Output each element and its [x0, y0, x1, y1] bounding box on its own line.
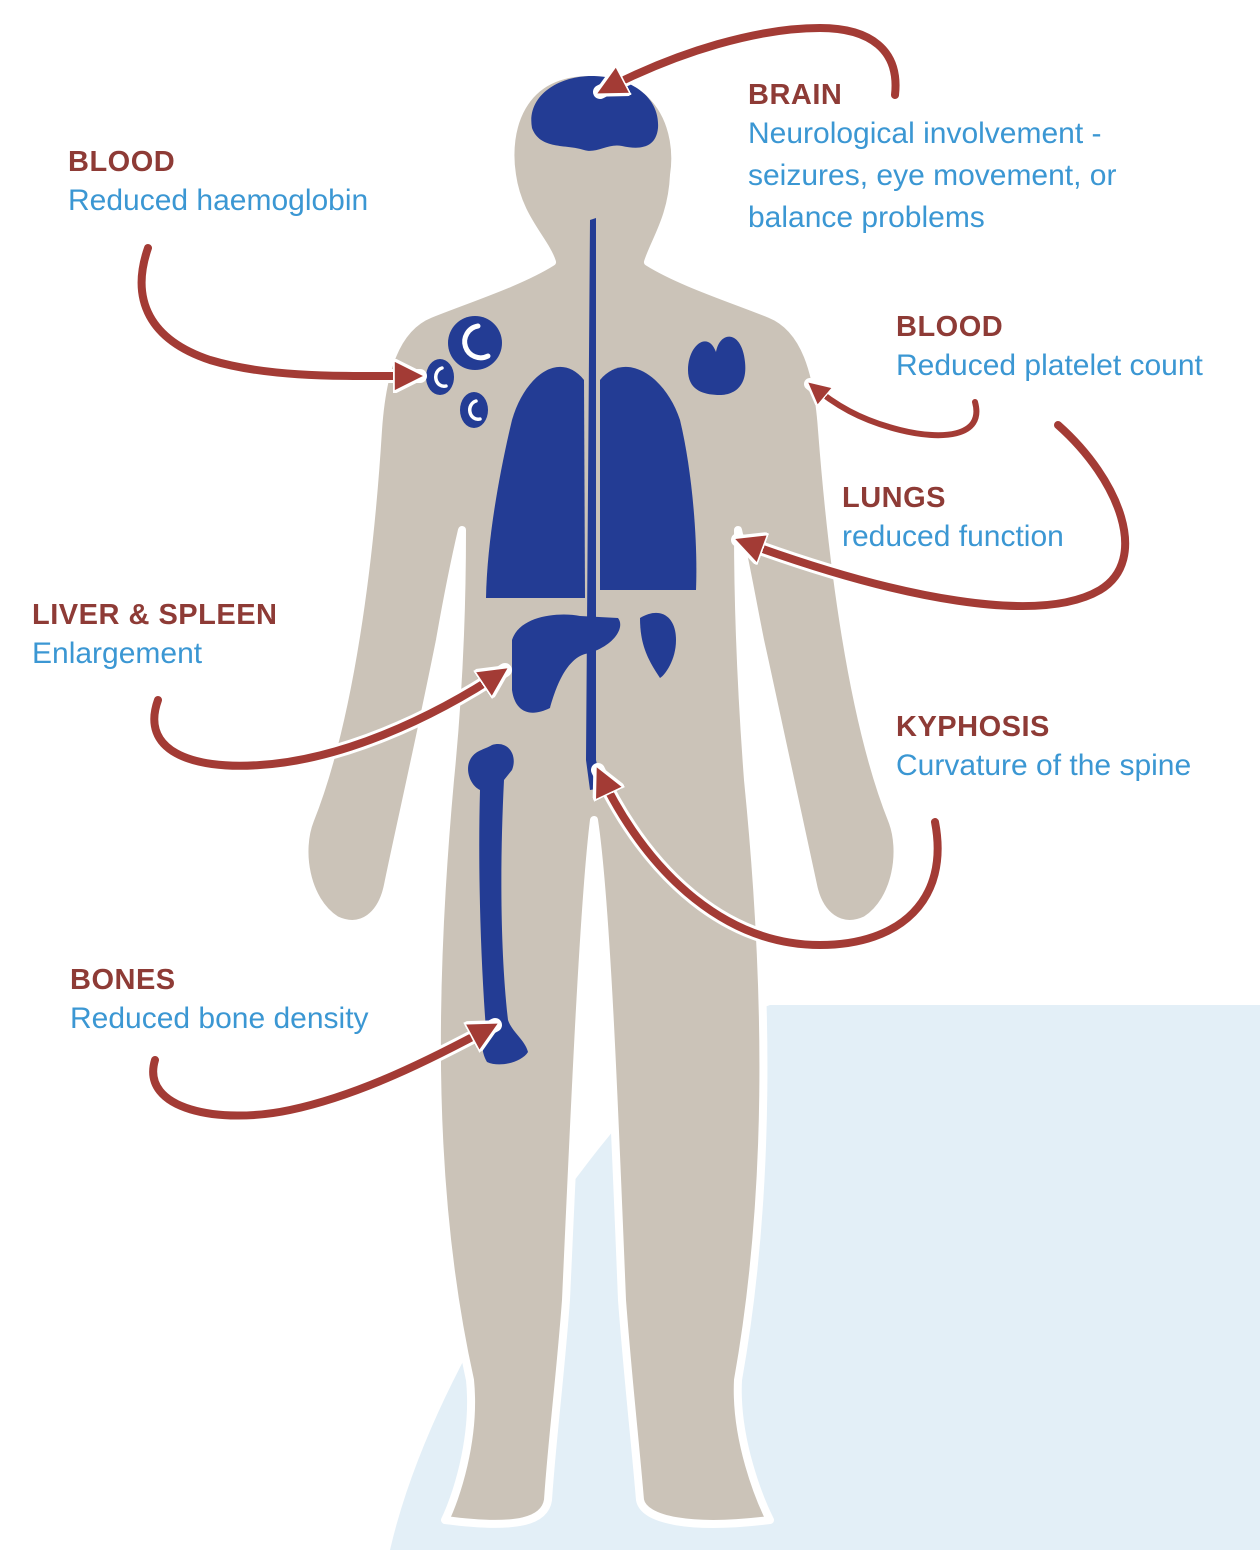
callout-bones: BONES Reduced bone density: [70, 963, 369, 1040]
callout-lungs: LUNGS reduced function: [842, 481, 1064, 558]
callout-liver-spleen: LIVER & SPLEEN Enlargement: [32, 598, 278, 675]
brain-heading: BRAIN: [748, 78, 1116, 113]
callout-kyphosis: KYPHOSIS Curvature of the spine: [896, 710, 1191, 787]
arrow-blood-haemoglobin: [142, 248, 420, 376]
liver-spleen-description: Enlargement: [32, 633, 278, 675]
lungs-description: reduced function: [842, 516, 1064, 558]
blood-platelet-description: Reduced platelet count: [896, 345, 1203, 387]
lungs-heading: LUNGS: [842, 481, 1064, 516]
blood-platelet-heading: BLOOD: [896, 310, 1203, 345]
blood-haemoglobin-description: Reduced haemoglobin: [68, 180, 368, 222]
callout-blood-platelet: BLOOD Reduced platelet count: [896, 310, 1203, 387]
brain-description: Neurological involvement - seizures, eye…: [748, 113, 1116, 239]
callout-brain: BRAIN Neurological involvement - seizure…: [748, 78, 1116, 239]
kyphosis-heading: KYPHOSIS: [896, 710, 1191, 745]
kyphosis-description: Curvature of the spine: [896, 745, 1191, 787]
callout-blood-haemoglobin: BLOOD Reduced haemoglobin: [68, 145, 368, 222]
arrow-blood-platelet: [810, 384, 976, 435]
liver-spleen-heading: LIVER & SPLEEN: [32, 598, 278, 633]
blood-haemoglobin-heading: BLOOD: [68, 145, 368, 180]
bones-heading: BONES: [70, 963, 369, 998]
bones-description: Reduced bone density: [70, 998, 369, 1040]
